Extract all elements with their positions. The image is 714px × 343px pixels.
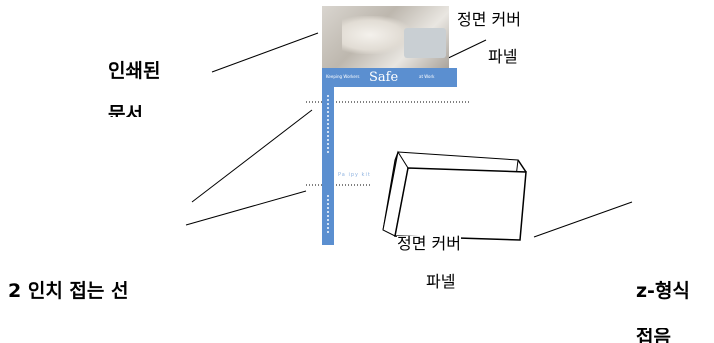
brochure-title-main: Safe [369,70,399,85]
brochure-spine-panel [322,87,334,245]
label-front-cover-bottom-line2: 파넬 [426,272,456,291]
hand-mouse-image [342,16,412,54]
brochure-cover-photo [322,6,449,68]
brochure-title-right: at Work [419,74,435,79]
label-front-cover-bottom-line1: 정면 커버 [397,234,461,253]
leader-printed-document [211,32,319,73]
leader-fold-lower [185,190,307,226]
brochure-title-band: Keeping Workers Safe at Work [322,68,457,87]
label-z-fold-line2: 접음 [636,328,671,343]
brochure-spine-text-marks [325,95,331,235]
z-fold-paper [382,150,527,241]
label-printed-document-line2: 문서 [108,105,143,117]
leader-fold-upper [191,109,313,203]
label-printed-document-line1: 인쇄된 [108,60,161,82]
label-two-inch-fold-line: 2 인치 접는 선 [8,280,129,302]
label-front-cover-top-line1: 정면 커버 [457,10,521,29]
brochure-scribble: Pa ipy kit [338,172,371,178]
label-z-fold-line1: z-형식 [636,280,690,302]
leader-z-fold [533,201,633,238]
label-front-cover-top-line2: 파넬 [488,47,518,66]
brochure-title-left: Keeping Workers [326,74,360,79]
device-image [404,28,446,58]
